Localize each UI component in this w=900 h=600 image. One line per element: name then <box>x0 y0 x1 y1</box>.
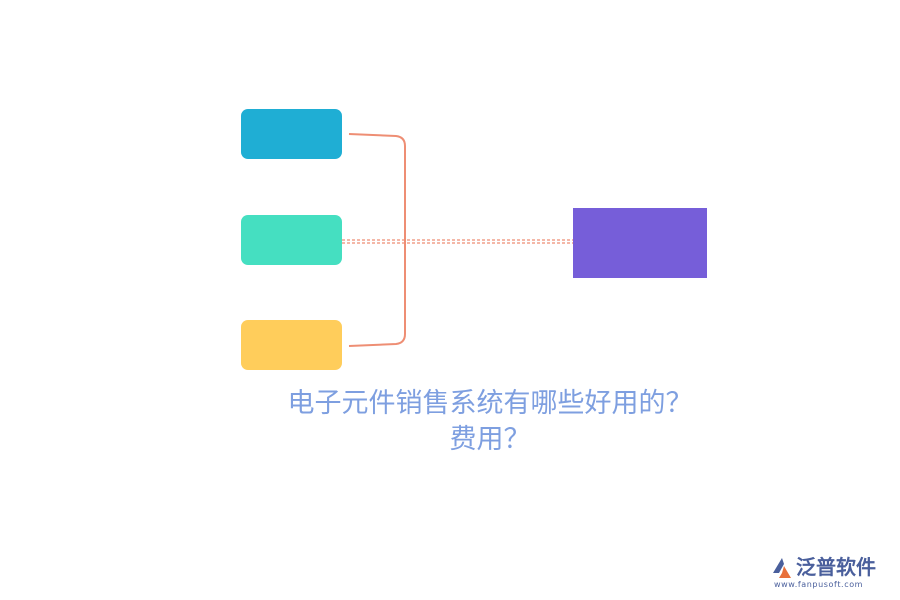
brand-name: 泛普软件 <box>796 555 876 579</box>
diagram-node-top <box>241 109 342 159</box>
diagram-node-middle <box>241 215 342 265</box>
diagram-caption: 电子元件销售系统有哪些好用的？费用？ <box>287 388 693 455</box>
diagram-node-target <box>573 208 707 278</box>
brand-logo-icon <box>773 558 791 578</box>
brand-url: www.fanpusoft.com <box>774 580 864 589</box>
diagram-node-bottom <box>241 320 342 370</box>
brand-watermark: 泛普软件 www.fanpusoft.com <box>770 554 894 594</box>
